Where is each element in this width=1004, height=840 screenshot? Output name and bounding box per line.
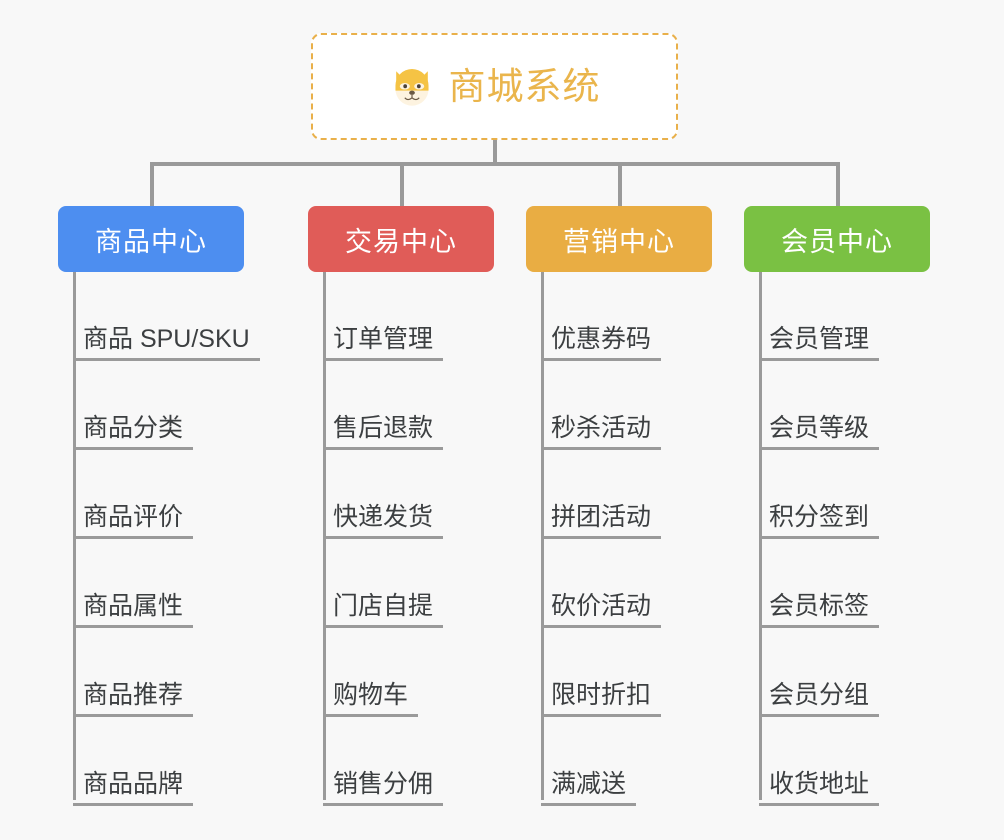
connector-drop-3 bbox=[618, 162, 622, 208]
list-item-label: 会员标签 bbox=[759, 591, 880, 628]
connector-drop-1 bbox=[150, 162, 154, 208]
list-item[interactable]: 订单管理 bbox=[323, 272, 444, 361]
list-item-label: 限时折扣 bbox=[541, 680, 662, 717]
branch-header-trade[interactable]: 交易中心 bbox=[308, 206, 494, 272]
list-item[interactable]: 优惠券码 bbox=[541, 272, 662, 361]
list-item[interactable]: 会员分组 bbox=[759, 628, 880, 717]
list-item[interactable]: 商品推荐 bbox=[73, 628, 194, 717]
list-item-label: 会员分组 bbox=[759, 680, 880, 717]
list-item-label: 收货地址 bbox=[759, 769, 880, 806]
list-item-label: 商品分类 bbox=[73, 413, 194, 450]
list-item-label: 商品评价 bbox=[73, 502, 194, 539]
list-item-label: 秒杀活动 bbox=[541, 413, 662, 450]
list-item-label: 砍价活动 bbox=[541, 591, 662, 628]
list-item[interactable]: 商品属性 bbox=[73, 539, 194, 628]
list-item[interactable]: 会员标签 bbox=[759, 539, 880, 628]
list-item-label: 快递发货 bbox=[323, 502, 444, 539]
list-item[interactable]: 门店自提 bbox=[323, 539, 444, 628]
list-item[interactable]: 商品品牌 bbox=[73, 717, 194, 806]
list-item[interactable]: 售后退款 bbox=[323, 361, 444, 450]
list-item-label: 积分签到 bbox=[759, 502, 880, 539]
list-item-label: 订单管理 bbox=[323, 324, 444, 361]
list-item-label: 售后退款 bbox=[323, 413, 444, 450]
list-item[interactable]: 商品评价 bbox=[73, 450, 194, 539]
connector-bus bbox=[150, 162, 840, 166]
list-item[interactable]: 限时折扣 bbox=[541, 628, 662, 717]
branch-column-marketing: 营销中心 优惠券码 秒杀活动 拼团活动 砍价活动 限时折扣 满减送 bbox=[526, 206, 712, 806]
list-item[interactable]: 拼团活动 bbox=[541, 450, 662, 539]
connector-drop-4 bbox=[836, 162, 840, 208]
list-item-label: 门店自提 bbox=[323, 591, 444, 628]
list-item[interactable]: 砍价活动 bbox=[541, 539, 662, 628]
list-item-label: 商品属性 bbox=[73, 591, 194, 628]
list-item-label: 购物车 bbox=[323, 680, 419, 717]
list-item[interactable]: 快递发货 bbox=[323, 450, 444, 539]
root-node[interactable]: 商城系统 bbox=[311, 33, 678, 140]
branch-header-member[interactable]: 会员中心 bbox=[744, 206, 930, 272]
list-item[interactable]: 商品 SPU/SKU bbox=[73, 272, 260, 361]
list-item[interactable]: 商品分类 bbox=[73, 361, 194, 450]
connector-drop-2 bbox=[400, 162, 404, 208]
list-item-label: 会员等级 bbox=[759, 413, 880, 450]
list-item-label: 商品 SPU/SKU bbox=[73, 324, 260, 361]
list-item[interactable]: 积分签到 bbox=[759, 450, 880, 539]
list-item-label: 商品品牌 bbox=[73, 769, 194, 806]
list-item-label: 会员管理 bbox=[759, 324, 880, 361]
root-title: 商城系统 bbox=[448, 66, 601, 107]
branch-header-marketing[interactable]: 营销中心 bbox=[526, 206, 712, 272]
list-item[interactable]: 收货地址 bbox=[759, 717, 880, 806]
connector-root-stem bbox=[493, 140, 497, 164]
branch-column-member: 会员中心 会员管理 会员等级 积分签到 会员标签 会员分组 收货地址 bbox=[744, 206, 930, 806]
list-item-label: 拼团活动 bbox=[541, 502, 662, 539]
list-item[interactable]: 秒杀活动 bbox=[541, 361, 662, 450]
list-item-label: 商品推荐 bbox=[73, 680, 194, 717]
branch-column-product: 商品中心 商品 SPU/SKU 商品分类 商品评价 商品属性 商品推荐 商品品牌 bbox=[58, 206, 260, 806]
list-item-label: 满减送 bbox=[541, 769, 637, 806]
branch-column-trade: 交易中心 订单管理 售后退款 快递发货 门店自提 购物车 销售分佣 bbox=[308, 206, 494, 806]
branch-header-product[interactable]: 商品中心 bbox=[58, 206, 244, 272]
list-item-label: 销售分佣 bbox=[323, 769, 444, 806]
list-item[interactable]: 销售分佣 bbox=[323, 717, 444, 806]
list-item-label: 优惠券码 bbox=[541, 324, 662, 361]
list-item[interactable]: 会员等级 bbox=[759, 361, 880, 450]
list-item[interactable]: 购物车 bbox=[323, 628, 419, 717]
list-item[interactable]: 满减送 bbox=[541, 717, 637, 806]
list-item[interactable]: 会员管理 bbox=[759, 272, 880, 361]
dog-face-icon bbox=[394, 68, 429, 106]
